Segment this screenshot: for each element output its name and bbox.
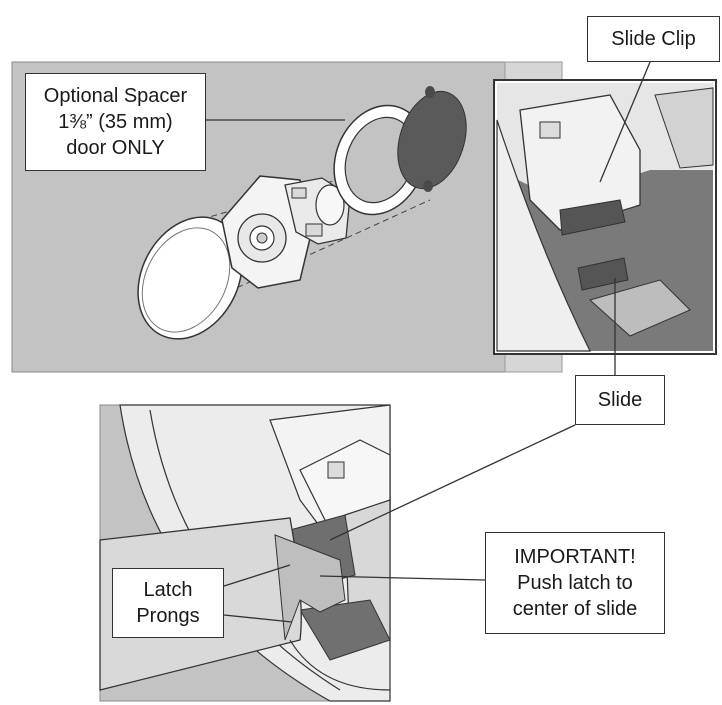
front-trim-plate — [137, 216, 243, 340]
spacer-line-2: 1⅜” (35 mm) — [58, 111, 173, 133]
optional-spacer-callout: Optional Spacer 1⅜” (35 mm) door ONLY — [25, 73, 206, 171]
latch-mechanism — [221, 175, 351, 289]
slide-clip-detail — [493, 61, 717, 375]
latch-closeup-panel — [99, 404, 576, 702]
spacer-line-1: Optional Spacer — [43, 85, 188, 107]
door-hole — [397, 86, 467, 192]
slide-callout: Slide — [575, 375, 665, 425]
important-line-2: Push latch to — [517, 572, 633, 594]
slide-clip-label: Slide Clip — [611, 28, 696, 50]
latch-prongs-callout: Latch Prongs — [112, 568, 224, 638]
spacer-line-3: door ONLY — [66, 137, 165, 159]
slide-label: Slide — [597, 389, 643, 411]
important-line-1: IMPORTANT! — [514, 546, 636, 568]
important-line-3: center of slide — [512, 598, 638, 620]
latch-prongs-line-1: Latch — [143, 579, 193, 601]
slide-clip-callout: Slide Clip — [587, 16, 720, 62]
latch-prongs-line-2: Prongs — [136, 605, 200, 627]
important-callout: IMPORTANT! Push latch to center of slide — [485, 532, 665, 634]
